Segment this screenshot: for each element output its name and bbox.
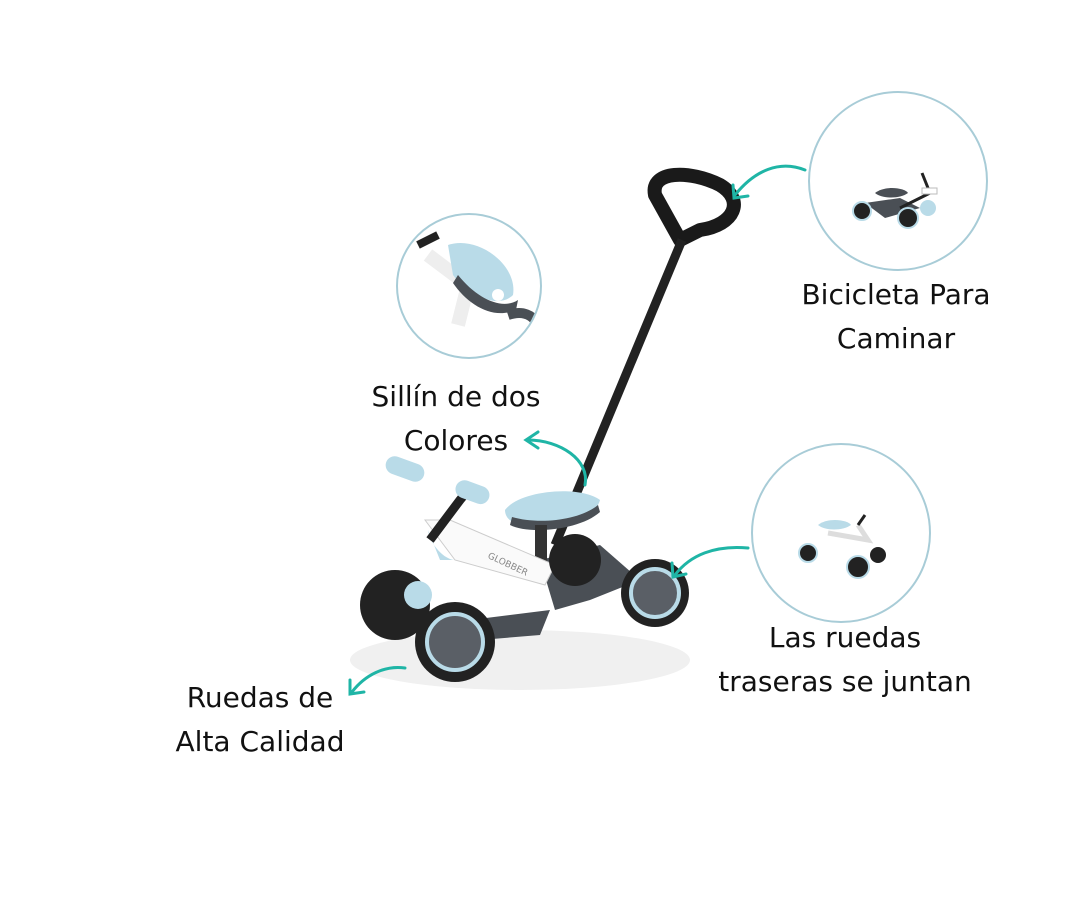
walking-bike-image: [852, 172, 938, 229]
rear-wheels-image: [798, 514, 886, 579]
feature-label-line: Colores: [403, 424, 509, 457]
inset-walking-bike: [808, 91, 988, 271]
feature-label-line: traseras se juntan: [718, 665, 972, 698]
feature-label-rear-wheels: Las ruedas traseras se juntan: [718, 616, 972, 704]
arrow-to-rear-wheels: [673, 545, 750, 577]
inset-seat-closeup: [396, 213, 542, 359]
feature-label-walking-bike: Bicicleta Para Caminar: [801, 273, 990, 361]
feature-label-line: Caminar: [836, 322, 956, 355]
feature-label-quality-wheels: Ruedas de Alta Calidad: [176, 676, 345, 764]
arrow-to-front-wheels: [350, 665, 407, 694]
inset-rear-wheels: [751, 443, 931, 623]
feature-label-line: Las ruedas: [768, 621, 922, 654]
feature-label-line: Bicicleta Para: [801, 278, 991, 311]
arrow-to-handle: [733, 164, 807, 197]
arrow-to-seat: [526, 438, 587, 487]
seat-closeup-image: [416, 231, 540, 328]
feature-label-line: Sillín de dos: [371, 380, 541, 413]
feature-label-seat: Sillín de dos Colores: [372, 375, 541, 463]
feature-label-line: Ruedas de: [186, 681, 334, 714]
feature-label-line: Alta Calidad: [175, 725, 345, 758]
